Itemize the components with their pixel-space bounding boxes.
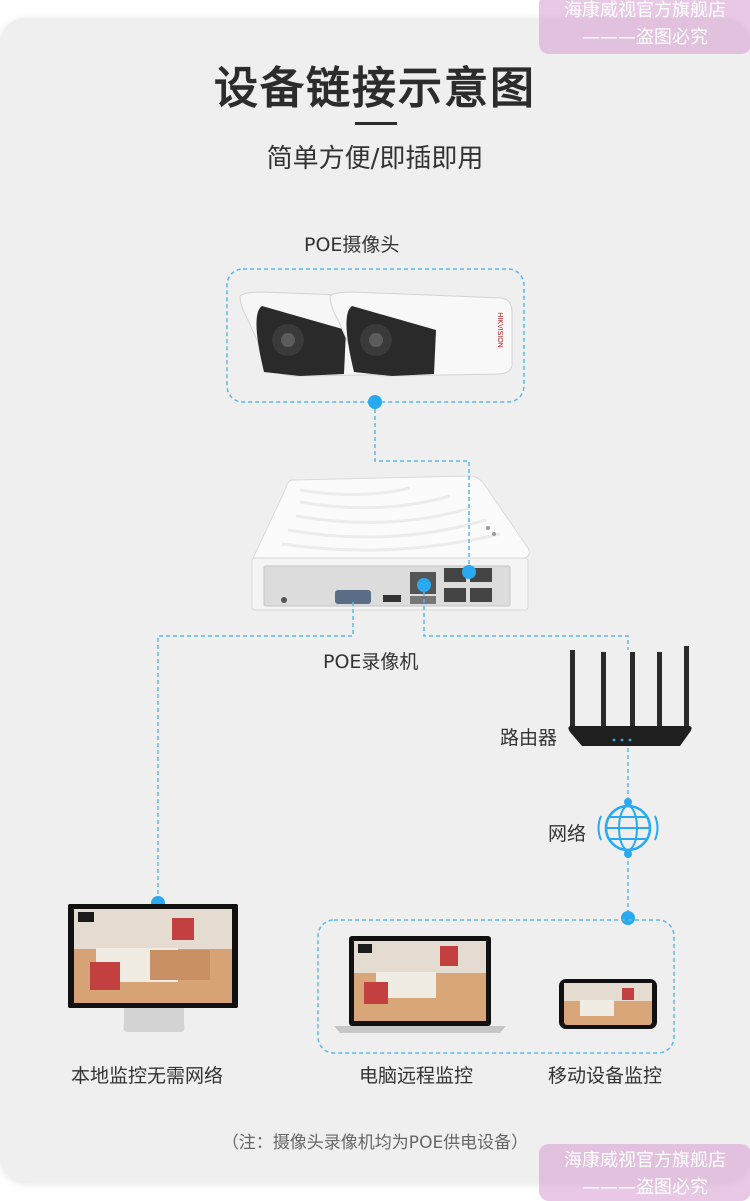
- page-title: 设备链接示意图: [214, 63, 536, 114]
- monitor-icon: [68, 904, 238, 1032]
- laptop-icon: [334, 936, 506, 1033]
- globe-icon: [597, 804, 659, 852]
- watermark-bottom-line2: ———盗图必究: [582, 1177, 708, 1198]
- watermark-top: 海康威视官方旗舰店 ———盗图必究: [539, 0, 750, 54]
- connection-lines: [157, 402, 629, 918]
- nvr-label: POE录像机: [323, 651, 419, 673]
- router-label: 路由器: [500, 727, 558, 749]
- camera-icon-2: HIKVISION: [329, 291, 513, 377]
- remote-group-box: [317, 919, 675, 1054]
- page-subtitle: 简单方便/即插即用: [266, 144, 484, 174]
- camera-brand: HIKVISION: [496, 312, 503, 347]
- network-label: 网络: [548, 823, 587, 845]
- connection-dots: [151, 395, 635, 925]
- camera-label: POE摄像头: [304, 234, 400, 256]
- phone-icon: [559, 979, 657, 1029]
- footnote: （注：摄像头录像机均为POE供电设备）: [221, 1133, 529, 1153]
- pc-remote-label: 电脑远程监控: [359, 1065, 474, 1087]
- watermark-top-line1: 海康威视官方旗舰店: [564, 0, 726, 21]
- router-icon: [568, 646, 692, 746]
- mobile-remote-label: 移动设备监控: [548, 1065, 663, 1087]
- local-monitor-label: 本地监控无需网络: [71, 1065, 224, 1087]
- title-underline: [355, 122, 397, 125]
- nvr-device-icon: [251, 475, 530, 611]
- watermark-bottom-line1: 海康威视官方旗舰店: [564, 1150, 726, 1171]
- watermark-bottom: 海康威视官方旗舰店 ———盗图必究: [539, 1144, 750, 1201]
- watermark-top-line2: ———盗图必究: [582, 27, 708, 48]
